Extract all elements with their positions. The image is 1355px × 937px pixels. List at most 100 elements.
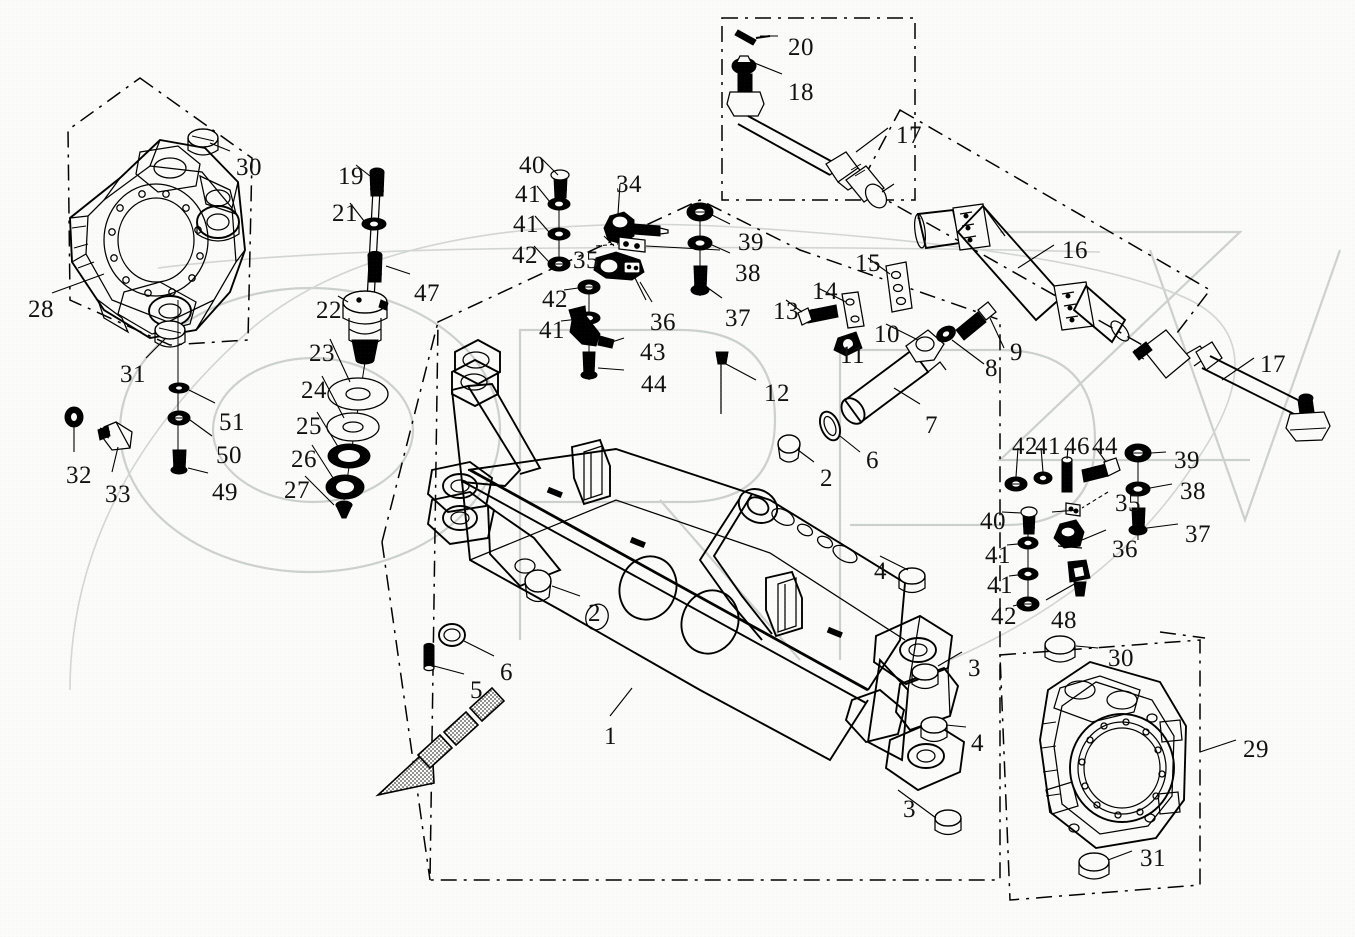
callout-42-lock-nut: 42 (512, 242, 538, 269)
callout-49-hex-bolt: 49 (212, 479, 238, 506)
callout-44-hex-bolt: 44 (641, 371, 667, 398)
washer-32 (64, 406, 84, 428)
callout-19-stud-bolt: 19 (338, 163, 364, 190)
callout-38-flat-washer: 38 (1180, 478, 1206, 505)
retainer-plate-15 (885, 261, 913, 313)
callout-5-dowel-pin: 5 (470, 677, 483, 704)
flat-washer-41f (1017, 567, 1039, 581)
lock-nut-42c (1004, 476, 1028, 492)
lock-nut-11 (833, 331, 863, 357)
leader-lines (51, 35, 1255, 861)
callout-12-grease-nipple: 12 (764, 380, 790, 407)
lock-nut-50 (167, 410, 191, 426)
callout-33-grease-fitting: 33 (105, 481, 131, 508)
callout-47-stud-bolt: 47 (414, 280, 440, 307)
callout-43-ball-joint-rod-end: 43 (640, 339, 666, 366)
fastener-cluster-right (1004, 443, 1152, 612)
callout-41-flat-washer: 41 (985, 542, 1011, 569)
callout-3-cap-plug: 3 (903, 796, 916, 823)
callout-48-sensor-switch: 48 (1051, 607, 1077, 634)
callout-41-flat-washer: 41 (539, 317, 565, 344)
castle-nut-18 (731, 55, 757, 75)
hex-bolt-37b (1128, 507, 1148, 536)
hex-bolt-40 (550, 169, 570, 199)
callout-31-cap-plug: 31 (1140, 845, 1166, 872)
cap-plug-30-right (1044, 635, 1076, 663)
lock-nut-42a (547, 256, 571, 272)
callout-27-plug: 27 (284, 477, 310, 504)
left-steering-knuckle-housing (69, 138, 246, 339)
lock-nut-39b (1124, 443, 1152, 463)
lock-nut-42b (577, 279, 601, 295)
flat-washer-8 (936, 325, 956, 343)
flat-washer-41d (1033, 471, 1053, 485)
callout-24-shim-washer: 24 (301, 377, 327, 404)
shim-washer-24 (326, 412, 380, 442)
hex-bolt-9 (955, 301, 997, 341)
callout-21-flat-washer: 21 (332, 200, 358, 227)
callout-41-flat-washer: 41 (513, 211, 539, 238)
callout-40-hex-bolt: 40 (980, 508, 1006, 535)
cap-plug-3b (934, 809, 962, 836)
flat-washer-41a (547, 197, 571, 211)
callout-16-steering-cylinder-tube: 16 (1062, 237, 1088, 264)
callout-17-tie-rod-assembly: 17 (896, 122, 922, 149)
steering-arm-link-36-right (1053, 519, 1085, 549)
callout-51-washer: 51 (219, 409, 245, 436)
ball-joint-rod-end-34 (603, 211, 669, 247)
kingpin-stack (325, 167, 389, 519)
thrust-washer-23 (327, 377, 389, 411)
fastener-column-40-41-42 (547, 169, 571, 272)
hex-bolt-37a (690, 265, 710, 296)
callout-37-hex-bolt: 37 (725, 305, 751, 332)
callout-7-steering-cylinder: 7 (925, 412, 938, 439)
retainer-plate-14 (841, 291, 865, 329)
cap-plug-3a (911, 663, 939, 690)
fastener-column-42-41-43-44 (568, 279, 615, 380)
callout-39-lock-nut: 39 (1174, 447, 1200, 474)
tie-rod-assembly-17-right (1132, 329, 1331, 442)
callout-9-hex-bolt: 9 (1010, 339, 1023, 366)
steering-cylinder-7 (777, 301, 997, 463)
callout-13-hex-bolt: 13 (773, 298, 799, 325)
callout-6-o-ring-seal: 6 (500, 659, 513, 686)
callout-11-lock-nut: 11 (840, 342, 866, 369)
watermark (69, 223, 1342, 691)
tie-rod-assembly-17-upper (726, 29, 895, 209)
callout-4-cap-plug: 4 (971, 730, 984, 757)
flat-washer-41e (1017, 536, 1039, 550)
bushing-2-left (524, 569, 552, 603)
spacer-sleeve-46 (1061, 456, 1073, 493)
callout-50-lock-nut: 50 (216, 442, 242, 469)
sensor-switch-48 (1067, 559, 1091, 597)
flat-washer-41b (547, 227, 571, 241)
callout-23-thrust-washer: 23 (309, 340, 335, 367)
callout-28-left-steering-knuckle-housing: 28 (28, 296, 54, 323)
axle-housing-beam-1 (426, 338, 966, 792)
cotter-pin-20 (734, 29, 771, 46)
callout-39-lock-nut: 39 (738, 229, 764, 256)
callout-8-flat-washer: 8 (985, 355, 998, 382)
hex-bolt-44a (580, 351, 598, 380)
stud-bolt-47 (367, 250, 383, 283)
steering-arm-link-36-left (593, 251, 645, 281)
cap-plug-4a (898, 567, 926, 594)
callout-15-retainer-plate-long: 15 (855, 250, 881, 277)
callout-26-seal-ring: 26 (291, 446, 317, 473)
callout-42-lock-nut: 42 (1012, 433, 1038, 460)
callout-44-hex-bolt: 44 (1092, 433, 1118, 460)
callout-42-lock-nut: 42 (991, 603, 1017, 630)
callout-32-washer: 32 (66, 462, 92, 489)
stud-bolt-19 (369, 167, 385, 197)
callout-30-cap-plug: 30 (236, 154, 262, 181)
flat-washer-38a (687, 235, 713, 251)
lock-nut-42d (1016, 596, 1040, 612)
callout-20-cotter-pin: 20 (788, 34, 814, 61)
callout-41-flat-washer: 41 (515, 181, 541, 208)
callout-35-clip: 35 (573, 247, 599, 274)
callout-37-hex-bolt: 37 (1185, 521, 1211, 548)
clip-35-left (618, 236, 646, 253)
hex-bolt-49 (170, 449, 188, 475)
